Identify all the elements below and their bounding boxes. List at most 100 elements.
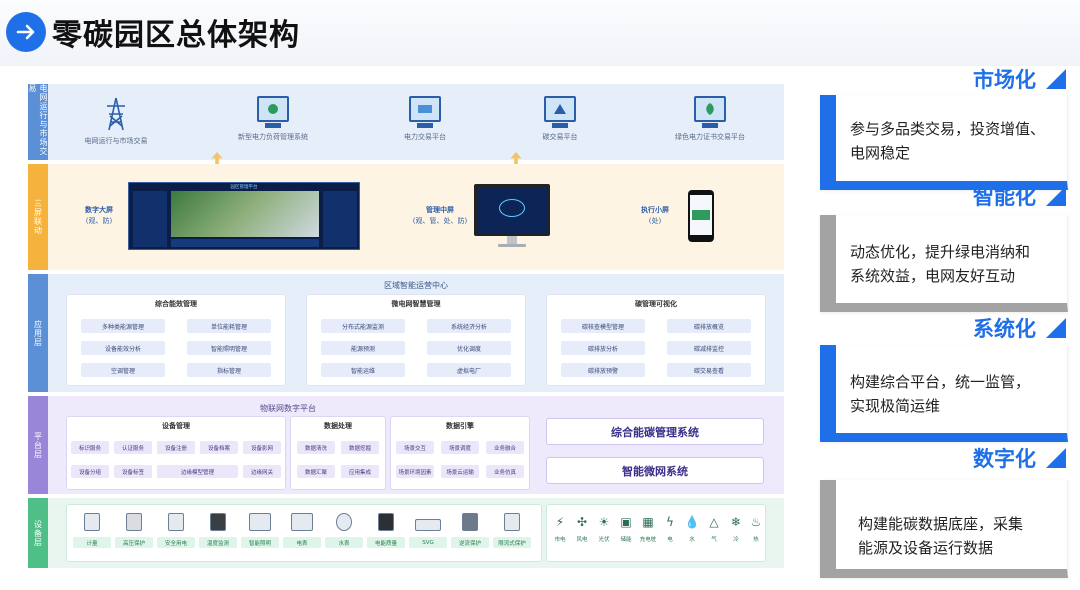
sensor-icon (210, 513, 226, 531)
platform-item[interactable]: 设备标签 (114, 465, 152, 478)
app-item[interactable]: 单位能耗管理 (187, 319, 271, 333)
screen-caption: 数字大屏(观、防) (85, 206, 113, 225)
app-group: 综合能效管理 多种类能源管理 单位能耗管理 设备能效分析 智能照明管理 空调管理… (66, 294, 286, 386)
right-section-title: 系统化 (973, 313, 1066, 343)
meter-icon (84, 513, 100, 531)
app-item[interactable]: 分布式能源监测 (321, 319, 405, 333)
monitor-icon (409, 96, 441, 122)
platform-item[interactable]: 数据汇聚 (297, 465, 335, 478)
right-section-title: 智能化 (973, 181, 1066, 211)
management-monitor (474, 184, 550, 236)
platform-item[interactable]: 设备影网 (243, 441, 281, 454)
app-item[interactable]: 空调管理 (81, 363, 165, 377)
grid-power-icon: ⚡ (555, 515, 565, 529)
platform-group: 数据引擎 场景交互 场景调度 业务融合 场景环境因素 场景云运输 业务仿真 (390, 416, 530, 490)
platform-title: 物联网数字平台 (260, 404, 316, 413)
solar-icon: ☀ (598, 515, 610, 529)
app-title: 区域智能运营中心 (384, 281, 448, 290)
grid-node: 碳交易平台 (490, 96, 630, 142)
lighting-controller-icon (249, 513, 271, 531)
platform-item[interactable]: 应用集成 (341, 465, 379, 478)
right-section-title: 市场化 (973, 64, 1066, 94)
grid-node: 电力交易平台 (355, 96, 495, 142)
app-item[interactable]: 设备能效分析 (81, 341, 165, 355)
layer-platform: 平台层 物联网数字平台 设备管理 标识服务 认证服务 设备注册 设备档案 设备影… (28, 396, 784, 494)
platform-item[interactable]: 场景调度 (441, 441, 479, 454)
device-item: 温度监测 (197, 513, 239, 548)
layer-grid: 电网运行与市场交易 电网运行与市场交易 新型电力负荷管理系统 电力交易平台 碳交… (28, 84, 784, 160)
device-item: 电表 (281, 513, 323, 548)
triangle-icon (1046, 318, 1066, 338)
app-item[interactable]: 指标管理 (187, 363, 271, 377)
app-item[interactable]: 智能照明管理 (187, 341, 271, 355)
platform-item[interactable]: 业务仿真 (486, 465, 524, 478)
reverse-protection-icon (462, 513, 478, 531)
platform-item[interactable]: 设备注册 (157, 441, 195, 454)
system-integrated-energy-carbon[interactable]: 综合能碳管理系统 (546, 418, 764, 445)
electricity-icon: ϟ (666, 515, 674, 529)
device-item: 限流式保护 (491, 513, 533, 548)
platform-item[interactable]: 设备分组 (71, 465, 109, 478)
platform-item[interactable]: 边缘模型管理 (157, 465, 238, 478)
platform-item[interactable]: 场景云运输 (441, 465, 479, 478)
big-screen-dashboard: 园区管理平台 (128, 182, 360, 250)
power-quality-icon (378, 513, 394, 531)
breaker-icon (168, 513, 184, 531)
layer-label: 设备层 (28, 498, 48, 568)
platform-item[interactable]: 标识服务 (71, 441, 109, 454)
energy-item: ⚡市电 (554, 515, 566, 543)
app-item[interactable]: 系统经济分析 (427, 319, 511, 333)
app-item[interactable]: 虚拟电厂 (427, 363, 511, 377)
energy-item: △气 (709, 515, 719, 543)
platform-item[interactable]: 数据清洗 (297, 441, 335, 454)
layer-coordination: 三屏联动 数字大屏(观、防) 园区管理平台 管理中屏(观、管、处、防) 执行小屏… (28, 164, 784, 270)
right-section-title: 数字化 (973, 443, 1066, 473)
device-item: 计量 (71, 513, 113, 548)
wind-icon: ✣ (576, 515, 588, 529)
app-item[interactable]: 多种类能源管理 (81, 319, 165, 333)
device-item: 安全用电 (155, 513, 197, 548)
platform-item[interactable]: 场景交互 (396, 441, 434, 454)
app-item[interactable]: 碳排放分析 (561, 341, 645, 355)
triangle-icon (1046, 448, 1066, 468)
platform-group: 设备管理 标识服务 认证服务 设备注册 设备档案 设备影网 设备分组 设备标签 … (66, 416, 286, 490)
screen-caption: 执行小屏(处) (641, 206, 669, 225)
layer-label: 三屏联动 (28, 164, 48, 270)
platform-item[interactable]: 业务融合 (486, 441, 524, 454)
platform-item[interactable]: 场景环境因素 (396, 465, 434, 478)
right-section-box (820, 215, 1068, 312)
app-item[interactable]: 优化调度 (427, 341, 511, 355)
layer-device: 设备层 计量 高压保护 安全用电 温度监测 智能照明 电表 水表 电能质量 SV… (28, 498, 784, 568)
layer-label: 电网运行与市场交易 (28, 84, 48, 160)
platform-item[interactable]: 数据挖掘 (341, 441, 379, 454)
platform-group: 数据处理 数据清洗 数据挖掘 数据汇聚 应用集成 (290, 416, 386, 490)
right-section-text: 构建综合平台，统一监管，实现极简运维 (850, 373, 1031, 415)
water-meter-icon (336, 513, 352, 531)
system-smart-microgrid[interactable]: 智能微网系统 (546, 457, 764, 484)
triangle-icon (1046, 69, 1066, 89)
platform-item[interactable]: 边缘网关 (243, 465, 281, 478)
cabinet-icon (126, 513, 142, 531)
platform-item[interactable]: 认证服务 (114, 441, 152, 454)
water-drop-icon: 💧 (684, 515, 700, 529)
platform-item[interactable]: 设备档案 (200, 441, 238, 454)
energy-item: 💧水 (684, 515, 700, 543)
right-section-box (820, 480, 1068, 578)
app-item[interactable]: 碳排放预警 (561, 363, 645, 377)
grid-node: 新型电力负荷管理系统 (203, 96, 343, 142)
app-item[interactable]: 碳核查模型管理 (561, 319, 645, 333)
monitor-icon (257, 96, 289, 122)
device-item: SVG (407, 513, 449, 548)
app-item[interactable]: 碳交易查看 (667, 363, 751, 377)
snowflake-icon: ❄ (730, 515, 742, 529)
app-item[interactable]: 碳排放概览 (667, 319, 751, 333)
app-item[interactable]: 智能运维 (321, 363, 405, 377)
page-title: 零碳园区总体架构 (52, 18, 300, 53)
energy-item: ✣风电 (576, 515, 588, 543)
app-item[interactable]: 能源预测 (321, 341, 405, 355)
app-item[interactable]: 碳减排监控 (667, 341, 751, 355)
app-group: 微电网智慧管理 分布式能源监测 系统经济分析 能源预测 优化调度 智能运维 虚拟… (306, 294, 526, 386)
right-section-text: 动态优化，提升绿电消纳和系统效益，电网友好互动 (850, 243, 1031, 285)
current-limit-icon (504, 513, 520, 531)
